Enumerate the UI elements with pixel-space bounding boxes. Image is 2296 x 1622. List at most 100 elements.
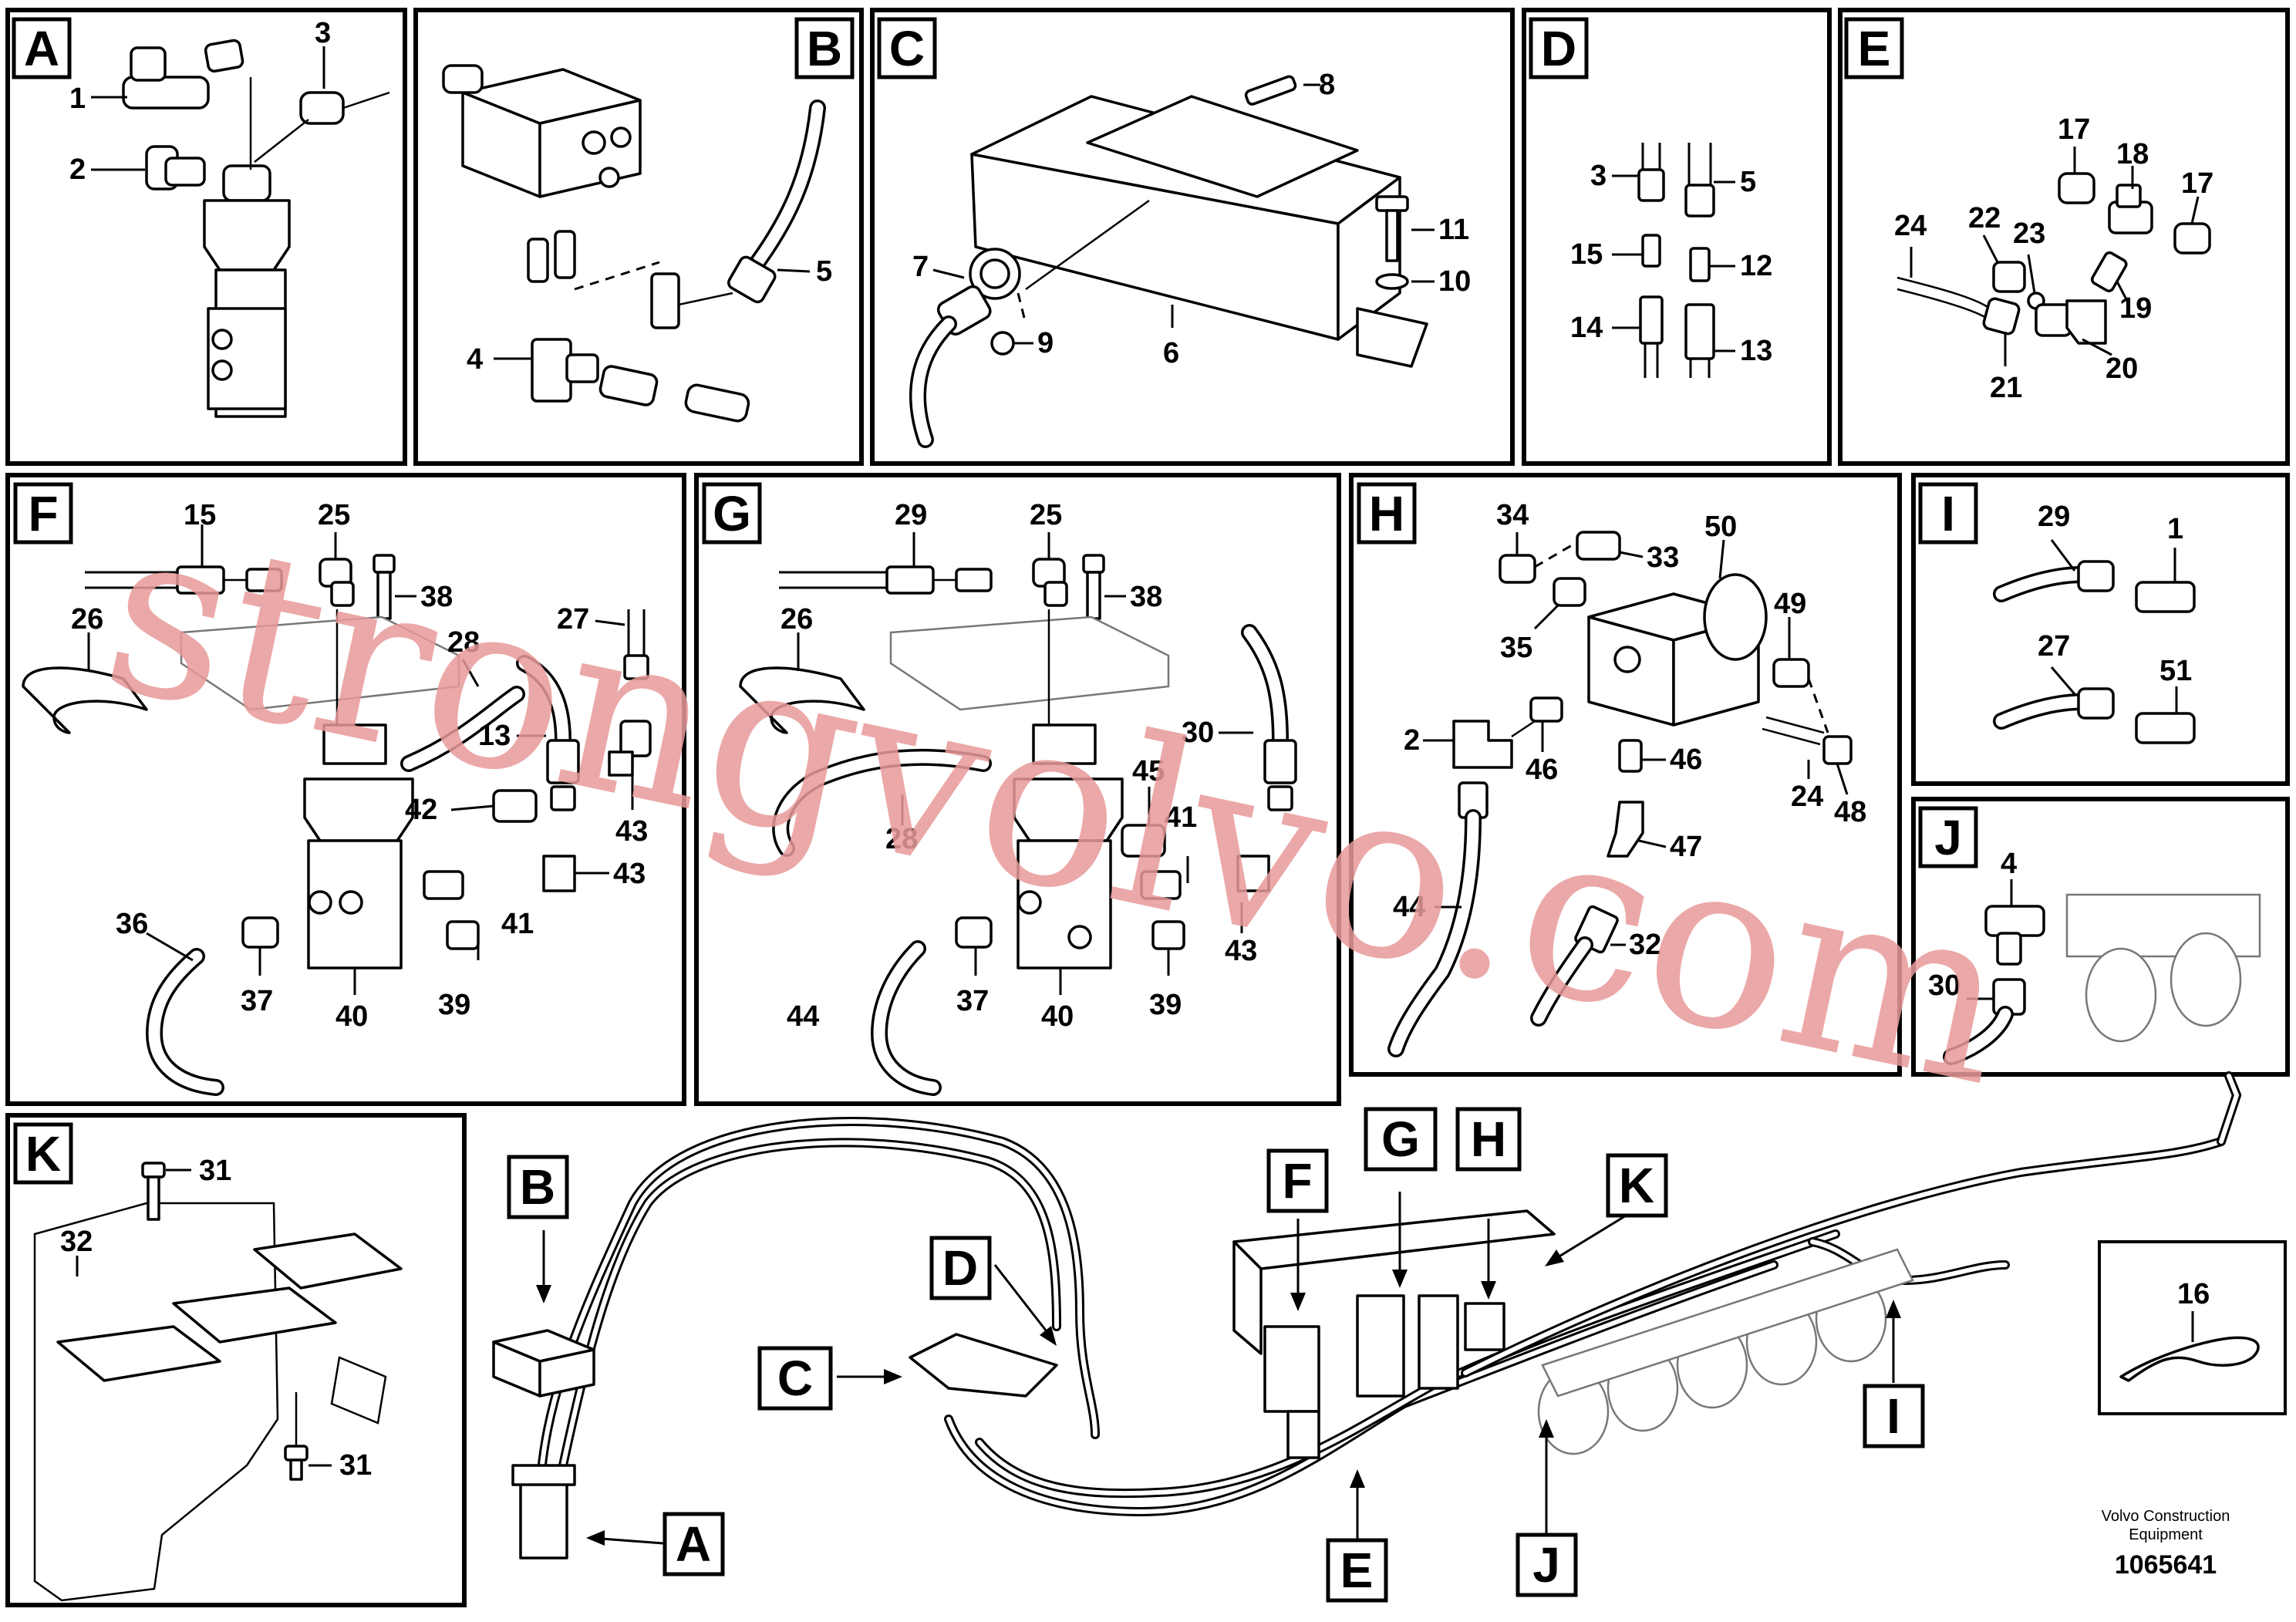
callout-c-9: 9: [1037, 327, 1054, 359]
callout-b-5: 5: [816, 255, 832, 288]
callout-f-36: 36: [116, 908, 148, 940]
overview-tag-h: H: [1471, 1111, 1506, 1167]
callout-f-41: 41: [501, 908, 534, 940]
panel-k-label: K: [25, 1126, 61, 1182]
callout-g-29: 29: [895, 499, 927, 531]
panel-e-label: E: [1858, 21, 1891, 76]
callout-h-32: 32: [1629, 929, 1661, 961]
callout-h-35: 35: [1500, 632, 1532, 664]
callout-e-23: 23: [2013, 218, 2045, 250]
callout-h-34: 34: [1496, 499, 1529, 531]
callout-c-7: 7: [912, 251, 929, 283]
callout-k-31a: 31: [199, 1155, 231, 1187]
callout-g-44: 44: [787, 1000, 819, 1033]
panel-a-label: A: [24, 21, 59, 76]
callout-g-40: 40: [1041, 1000, 1074, 1033]
panel-g: G: [694, 473, 1341, 1106]
overview-tag-b: B: [520, 1159, 555, 1215]
panel-h-label: H: [1369, 486, 1404, 541]
callout-e-19: 19: [2119, 292, 2152, 325]
callout-d-5: 5: [1740, 166, 1756, 198]
callout-g-45: 45: [1132, 755, 1165, 787]
callout-a-1: 1: [69, 83, 86, 115]
callout-f-37: 37: [241, 985, 273, 1017]
footer: Volvo Construction Equipment 1065641: [2102, 1508, 2230, 1580]
panel-b: B 4 5: [413, 8, 864, 466]
footer-company-line1: Volvo Construction: [2102, 1508, 2230, 1525]
callout-h-46b: 46: [1670, 744, 1702, 776]
callout-c-11: 11: [1438, 214, 1469, 246]
panel-d-label: D: [1541, 21, 1576, 76]
callout-f-15: 15: [184, 499, 216, 531]
callout-d-12: 12: [1740, 250, 1772, 282]
callout-g-43: 43: [1225, 935, 1257, 967]
overview-assembly: B D C A F G H K E J I 16: [492, 1071, 2287, 1603]
overview-tag-g: G: [1381, 1111, 1420, 1167]
callout-f-43b: 43: [613, 858, 646, 890]
callout-h-47: 47: [1670, 831, 1702, 863]
panel-b-label: B: [807, 21, 842, 76]
callout-c-8: 8: [1319, 69, 1335, 101]
callout-j-30: 30: [1928, 969, 1961, 1002]
overview-tag-e: E: [1340, 1543, 1374, 1598]
callout-h-46a: 46: [1526, 754, 1558, 786]
callout-e-21: 21: [1990, 372, 2022, 404]
callout-i-1: 1: [2167, 513, 2183, 545]
callout-j-4: 4: [2001, 848, 2017, 880]
callout-f-39: 39: [438, 989, 470, 1021]
callout-d-15: 14: [1570, 312, 1603, 344]
panel-f: F: [5, 473, 686, 1106]
callout-h-49: 49: [1774, 588, 1806, 620]
callout-f-25: 25: [318, 499, 350, 531]
callout-f-40: 40: [335, 1000, 368, 1033]
panel-i-label: I: [1941, 486, 1955, 541]
callout-h-24: 24: [1791, 781, 1823, 813]
panel-d: D 3 15 14 5 12 13: [1522, 8, 1832, 466]
overview-tag-f: F: [1282, 1153, 1312, 1209]
callout-d-14: 15: [1570, 238, 1603, 271]
callout-e-17b: 17: [2181, 167, 2213, 200]
callout-g-39: 39: [1149, 989, 1182, 1021]
footer-company-line2: Equipment: [2129, 1526, 2203, 1543]
overview-leaders: [536, 1192, 1901, 1546]
panel-c: C 8 11 10 6 9 7: [870, 8, 1515, 466]
callout-g-37: 37: [956, 985, 989, 1017]
callout-e-17a: 17: [2058, 113, 2090, 146]
callout-g-28: 28: [885, 823, 918, 855]
callout-h-2: 2: [1404, 724, 1420, 757]
callout-f-42: 42: [405, 794, 437, 826]
callout-h-50: 50: [1704, 511, 1737, 543]
callout-a-3: 3: [315, 17, 331, 49]
callout-16: 16: [2177, 1278, 2210, 1310]
callout-i-29: 29: [2038, 501, 2070, 533]
callout-f-38: 38: [420, 581, 453, 613]
callout-d-3: 3: [1590, 160, 1607, 192]
callout-f-27: 27: [557, 603, 589, 636]
callout-h-48: 48: [1834, 796, 1866, 828]
overview-tag-a: A: [676, 1516, 711, 1572]
panel-j: J 4 30: [1911, 797, 2290, 1077]
overview-tag-j: J: [1532, 1537, 1560, 1593]
callout-d-13: 13: [1740, 335, 1772, 367]
callout-e-22: 22: [1968, 202, 2001, 234]
callout-g-41: 41: [1165, 801, 1197, 834]
panel-g-label: G: [713, 486, 751, 541]
panel-i: I 29 1 27 51: [1911, 473, 2290, 786]
callout-e-20: 20: [2106, 352, 2138, 385]
panel-a: A 1 2 3: [5, 8, 407, 466]
panel-e: E 17 18 17 22 23 24 19: [1838, 8, 2290, 466]
callout-g-25: 25: [1030, 499, 1062, 531]
callout-g-26: 26: [781, 603, 813, 636]
callout-h-33: 33: [1647, 541, 1679, 574]
overview-tag-k: K: [1619, 1158, 1654, 1213]
callout-g-38: 38: [1130, 581, 1162, 613]
callout-f-26: 26: [71, 603, 103, 636]
overview-tag-c: C: [777, 1351, 813, 1406]
panel-k: K 31 32 31: [5, 1113, 467, 1607]
callout-c-6: 6: [1163, 337, 1179, 369]
callout-i-51: 51: [2159, 655, 2192, 687]
callout-f-28: 28: [447, 626, 480, 659]
callout-b-4: 4: [467, 343, 483, 376]
callout-f-43a: 43: [615, 815, 648, 848]
